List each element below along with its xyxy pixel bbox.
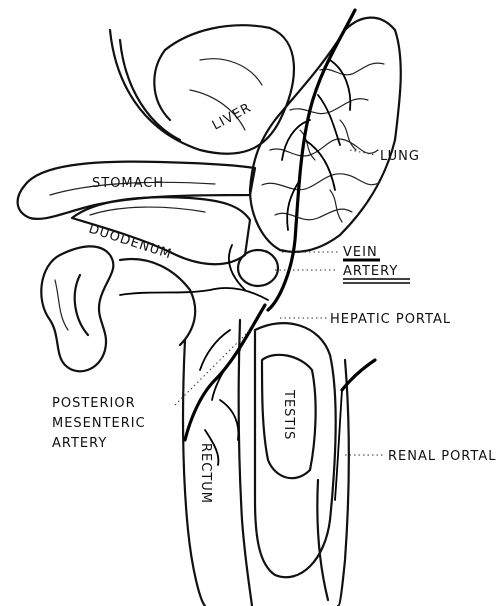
label-artery-2: ARTERY <box>52 436 107 451</box>
label-lung: LUNG <box>380 149 420 164</box>
intestine <box>41 246 195 371</box>
label-renal-portal: RENAL PORTAL <box>388 449 496 464</box>
testis <box>255 323 336 577</box>
label-mesenteric: MESENTERIC <box>52 416 146 431</box>
label-posterior: POSTERIOR <box>52 396 136 411</box>
lung <box>250 18 401 252</box>
label-liver: LIVER <box>210 100 254 133</box>
label-artery: ARTERY <box>343 264 398 279</box>
label-stomach: STOMACH <box>92 176 164 191</box>
label-testis: TESTIS <box>281 389 296 440</box>
label-rectum: RECTUM <box>198 443 213 504</box>
label-duodenum: DUODENUM <box>87 222 174 263</box>
label-hepatic-portal: HEPATIC PORTAL <box>330 312 451 327</box>
heart <box>238 250 278 286</box>
label-vein: VEIN <box>343 245 378 260</box>
